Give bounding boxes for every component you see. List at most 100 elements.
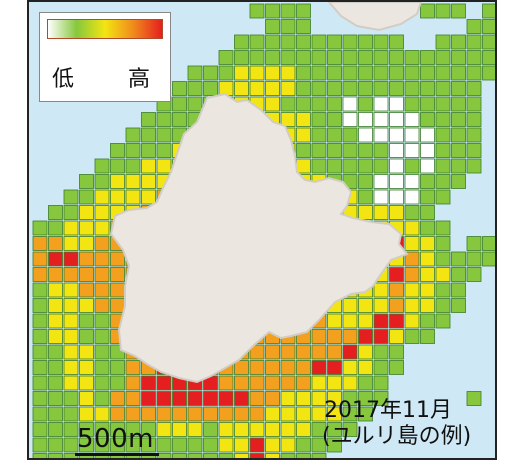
grid-cell: [172, 391, 187, 406]
grid-cell: [420, 3, 435, 19]
grid-cell: [435, 65, 451, 81]
grid-cell: [265, 406, 280, 422]
grid-cell: [280, 391, 296, 406]
grid-cell: [420, 329, 435, 344]
grid-cell: [373, 50, 389, 65]
grid-cell: [342, 143, 358, 158]
grid-cell: [79, 344, 94, 360]
grid-cell: [48, 298, 63, 313]
grid-cell: [311, 34, 327, 50]
grid-cell: [420, 282, 435, 298]
grid-cell: [358, 112, 373, 127]
grid-cell: [420, 65, 435, 81]
grid-cell: [435, 236, 451, 251]
grid-cell: [218, 375, 234, 391]
grid-cell: [404, 282, 420, 298]
grid-cell: [466, 158, 482, 174]
grid-cell: [466, 65, 482, 81]
grid-cell: [342, 344, 358, 360]
grid-cell: [280, 375, 296, 391]
grid-cell: [358, 189, 373, 205]
grid-cell: [32, 251, 48, 267]
grid-cell: [296, 65, 311, 81]
grid-cell: [389, 344, 404, 360]
grid-cell: [110, 143, 125, 158]
grid-cell: [94, 422, 110, 437]
grid-cell: [249, 34, 265, 50]
grid-cell: [249, 3, 265, 19]
grid-cell: [342, 127, 358, 143]
grid-cell: [373, 158, 389, 174]
grid-cell: [404, 96, 420, 112]
grid-cell: [389, 205, 404, 220]
grid-cell: [203, 391, 218, 406]
grid-cell: [296, 50, 311, 65]
scale-label: 500m: [77, 424, 154, 454]
grid-cell: [435, 96, 451, 112]
grid-cell: [373, 174, 389, 189]
grid-cell: [94, 158, 110, 174]
grid-cell: [373, 298, 389, 313]
grid-cell: [94, 344, 110, 360]
grid-cell: [203, 453, 218, 458]
grid-cell: [327, 127, 342, 143]
grid-cell: [110, 375, 125, 391]
grid-cell: [110, 174, 125, 189]
grid-cell: [420, 143, 435, 158]
grid-cell: [311, 96, 327, 112]
grid-cell: [358, 158, 373, 174]
grid-cell: [404, 313, 420, 329]
grid-cell: [63, 437, 79, 453]
grid-cell: [94, 220, 110, 236]
grid-cell: [125, 127, 141, 143]
caption-date: 2017年11月: [324, 398, 452, 423]
legend-low-label: 低: [52, 67, 75, 92]
grid-cell: [358, 65, 373, 81]
grid-cell: [79, 313, 94, 329]
grid-cell: [187, 391, 203, 406]
grid-cell: [482, 3, 495, 19]
grid-cell: [389, 96, 404, 112]
grid-cell: [373, 189, 389, 205]
grid-cell: [79, 360, 94, 375]
grid-cell: [296, 158, 311, 174]
grid-cell: [203, 65, 218, 81]
grid-cell: [234, 65, 249, 81]
grid-cell: [296, 112, 311, 127]
grid-cell: [358, 313, 373, 329]
grid-cell: [296, 127, 311, 143]
grid-cell: [234, 422, 249, 437]
grid-cell: [327, 329, 342, 344]
grid-cell: [203, 422, 218, 437]
grid-cell: [296, 81, 311, 96]
grid-cell: [373, 96, 389, 112]
grid-cell: [280, 437, 296, 453]
grid-cell: [435, 3, 451, 19]
grid-cell: [48, 329, 63, 344]
grid-cell: [373, 143, 389, 158]
grid-cell: [125, 158, 141, 174]
grid-cell: [48, 344, 63, 360]
grid-cell: [48, 360, 63, 375]
grid-cell: [265, 19, 280, 34]
grid-cell: [420, 174, 435, 189]
grid-cell: [327, 406, 342, 422]
grid-cell: [451, 158, 466, 174]
grid-cell: [94, 329, 110, 344]
grid-cell: [94, 406, 110, 422]
grid-cell: [280, 406, 296, 422]
grid-cell: [451, 251, 466, 267]
grid-cell: [389, 143, 404, 158]
grid-cell: [404, 127, 420, 143]
grid-cell: [373, 375, 389, 391]
grid-cell: [389, 65, 404, 81]
grid-cell: [94, 174, 110, 189]
grid-cell: [32, 298, 48, 313]
grid-cell: [451, 298, 466, 313]
grid-cell: [265, 344, 280, 360]
grid-cell: [342, 65, 358, 81]
grid-cell: [466, 251, 482, 267]
grid-cell: [32, 437, 48, 453]
grid-cell: [110, 282, 125, 298]
grid-cell: [79, 174, 94, 189]
